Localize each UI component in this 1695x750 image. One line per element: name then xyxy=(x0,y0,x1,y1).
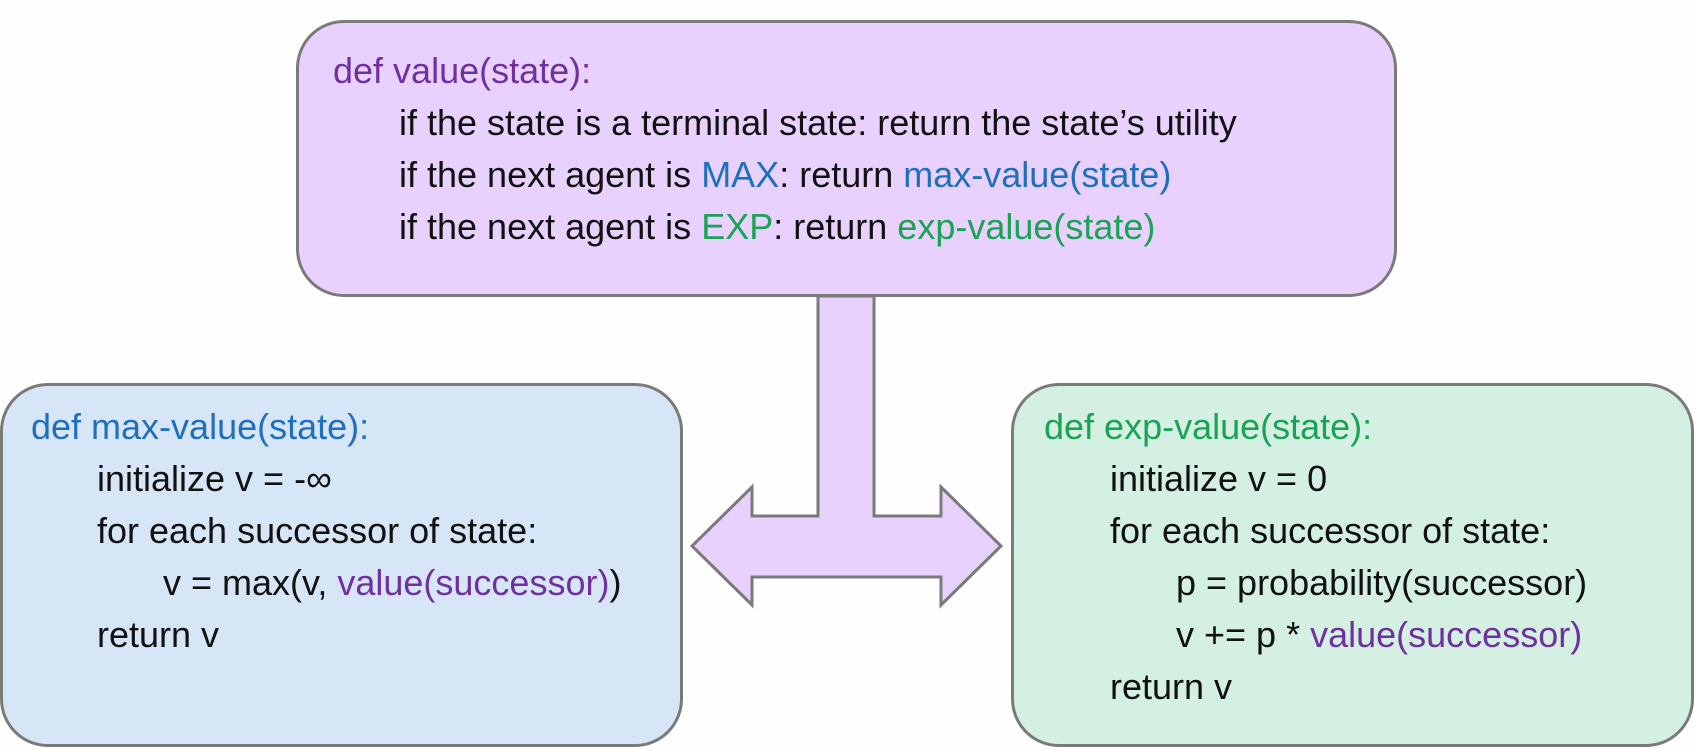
max-agent-label: MAX xyxy=(701,154,780,195)
exp-update-pre: v += p * xyxy=(1176,614,1311,655)
exp-value-function-box: def exp-value(state): initialize v = 0 f… xyxy=(1011,383,1694,747)
value-terminal-line: if the state is a terminal state: return… xyxy=(399,102,1237,143)
exp-return-line: return v xyxy=(1110,666,1233,707)
value-max-line: if the next agent is MAX: return max-val… xyxy=(399,155,1171,195)
exp-loop-line: for each successor of state: xyxy=(1110,510,1551,551)
max-loop-line: for each successor of state: xyxy=(97,510,538,551)
value-function-box: def value(state): if the state is a term… xyxy=(296,20,1397,297)
max-def-line: def max-value(state): xyxy=(31,406,370,447)
max-value-call: max-value(state) xyxy=(903,154,1172,195)
exp-probability-line: p = probability(successor) xyxy=(1176,562,1588,603)
max-update-post: ) xyxy=(609,562,622,603)
exp-value-call: exp-value(state) xyxy=(897,206,1156,247)
value-exp-line: if the next agent is EXP: return exp-val… xyxy=(399,207,1155,247)
exp-init-line: initialize v = 0 xyxy=(1110,458,1328,499)
value-exp-pre: if the next agent is xyxy=(399,206,702,247)
value-def-line: def value(state): xyxy=(333,50,592,91)
max-update-pre: v = max(v, xyxy=(163,562,338,603)
value-exp-mid: : return xyxy=(773,206,898,247)
max-init-line: initialize v = -∞ xyxy=(97,458,332,499)
exp-update-line: v += p * value(successor) xyxy=(1176,615,1582,655)
max-return-line: return v xyxy=(97,614,220,655)
exp-def-line: def exp-value(state): xyxy=(1044,406,1373,447)
max-value-successor-call: value(successor) xyxy=(337,562,610,603)
max-value-function-box: def max-value(state): initialize v = -∞ … xyxy=(0,383,683,747)
value-max-mid: : return xyxy=(779,154,904,195)
value-max-pre: if the next agent is xyxy=(399,154,702,195)
exp-agent-label: EXP xyxy=(701,206,774,247)
max-update-line: v = max(v, value(successor)) xyxy=(163,563,621,603)
exp-value-successor-call: value(successor) xyxy=(1310,614,1583,655)
t-double-arrow-shape xyxy=(689,294,1004,609)
